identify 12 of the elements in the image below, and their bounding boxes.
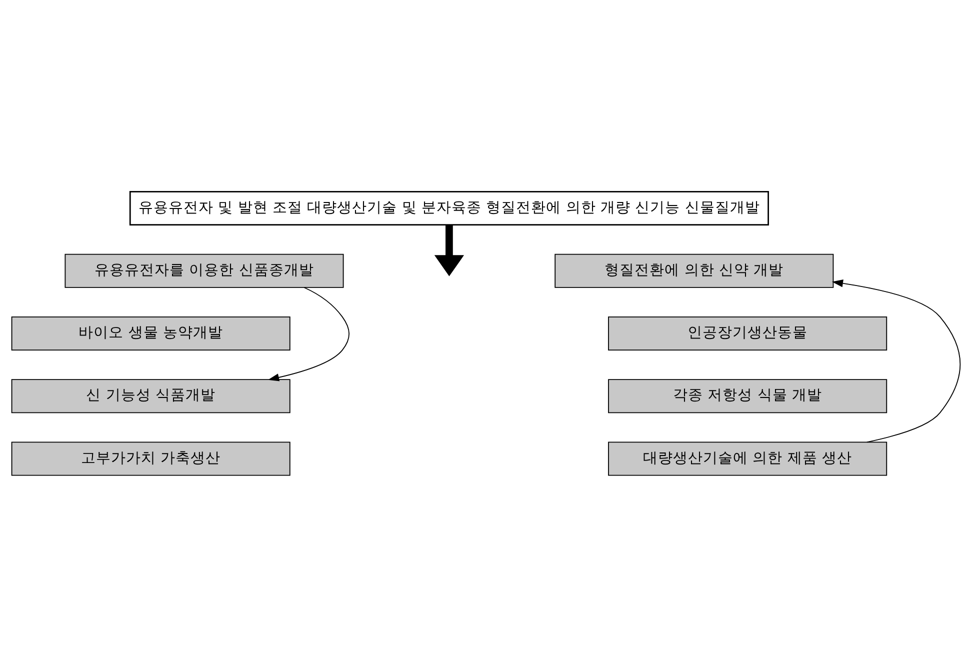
arrow (268, 286, 350, 381)
arrow (832, 278, 961, 442)
node-box: 고부가가치 가축생산 (11, 441, 290, 476)
node-box: 유용유전자 및 발현 조절 대량생산기술 및 분자육종 형질전환에 의한 개량 신기능 신물질개발 (129, 190, 769, 226)
arrow (434, 224, 464, 276)
node-box: 바이오 생물 농약개발 (11, 316, 290, 350)
node-box: 대량생산기술에 의한 제품 생산 (608, 441, 888, 476)
node-box: 유용유전자를 이용한 신품종개발 (64, 253, 344, 288)
node-box: 신 기능성 식품개발 (11, 378, 290, 413)
node-box: 형질전환에 의한 신약 개발 (554, 253, 834, 288)
node-box: 인공장기생산동물 (608, 316, 888, 350)
node-box: 각종 저항성 식물 개발 (608, 378, 888, 413)
